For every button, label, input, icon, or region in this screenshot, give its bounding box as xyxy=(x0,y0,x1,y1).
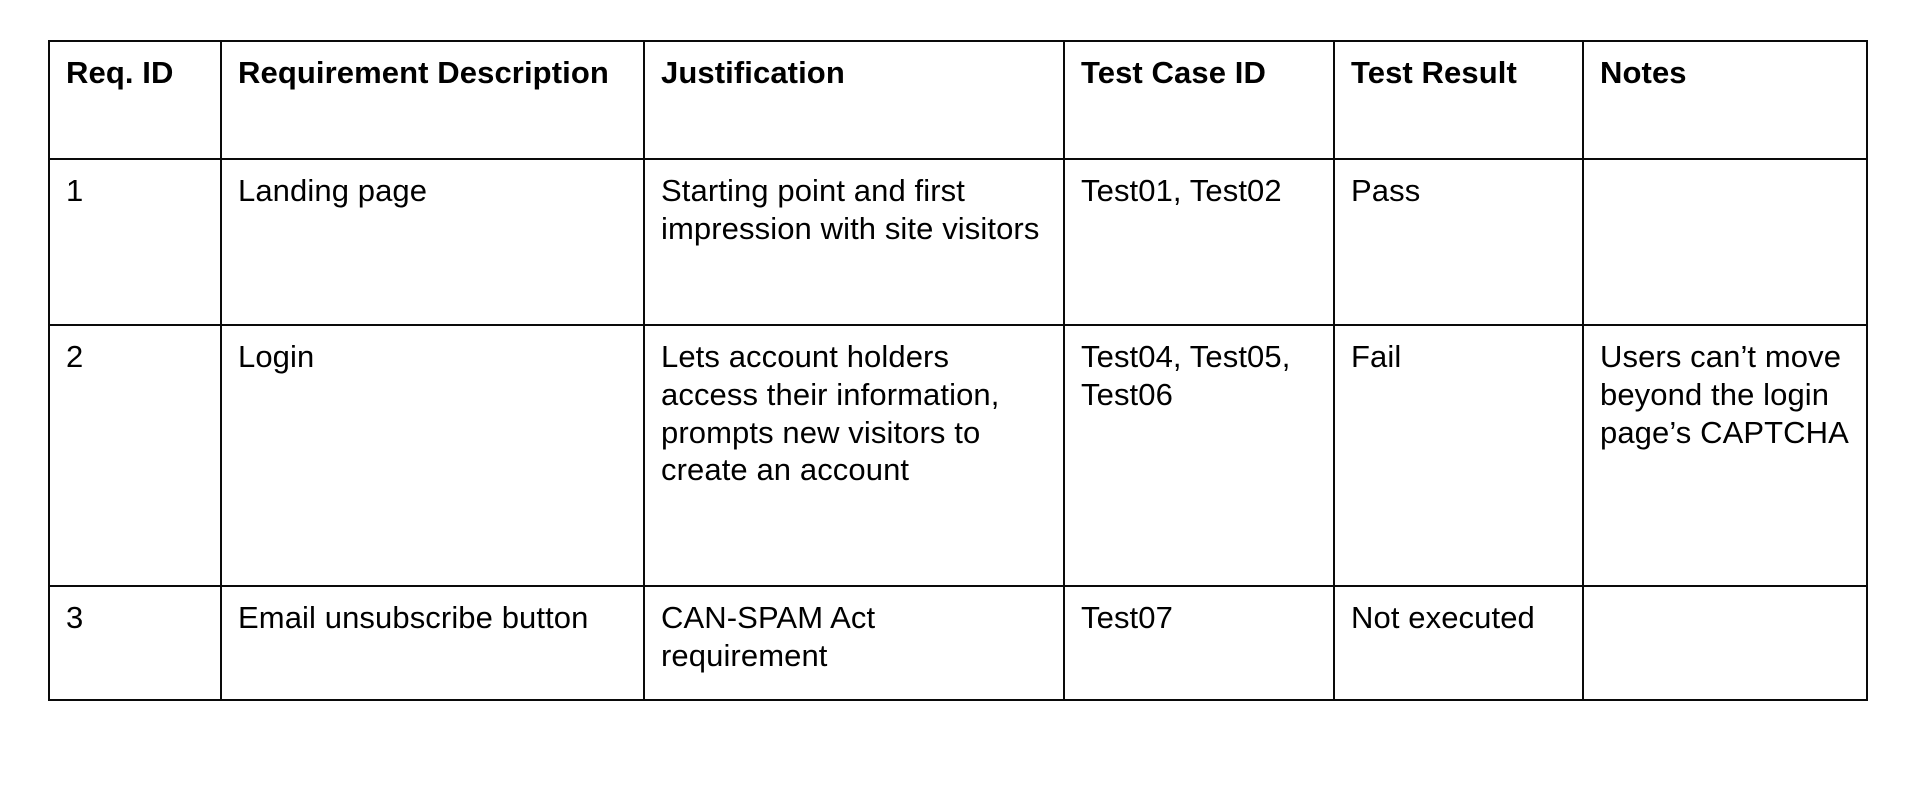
column-header-notes: Notes xyxy=(1582,40,1868,160)
column-header-requirement-description-label: Requirement Description xyxy=(238,55,609,90)
table-row: 2 Login Lets account holders access thei… xyxy=(48,324,1868,587)
cell-test-case-id: Test01, Test02 xyxy=(1063,158,1335,326)
column-header-justification-label: Justification xyxy=(661,55,845,90)
cell-justification: Lets account holders access their inform… xyxy=(643,324,1065,587)
cell-notes-value xyxy=(1600,599,1852,600)
cell-test-case-id-value: Test07 xyxy=(1081,600,1173,635)
cell-test-result-value: Pass xyxy=(1351,173,1421,208)
cell-requirement-description: Login xyxy=(220,324,645,587)
cell-notes: Users can’t move beyond the login page’s… xyxy=(1582,324,1868,587)
cell-requirement-description-value: Email unsubscribe button xyxy=(238,600,589,635)
column-header-test-result: Test Result xyxy=(1333,40,1584,160)
cell-justification-value: CAN-SPAM Act requirement xyxy=(661,600,876,673)
requirements-traceability-table: Req. ID Requirement Description Justific… xyxy=(48,40,1868,701)
cell-req-id-value: 2 xyxy=(66,339,84,374)
table-row: 1 Landing page Starting point and first … xyxy=(48,158,1868,326)
cell-test-result: Pass xyxy=(1333,158,1584,326)
cell-test-result: Fail xyxy=(1333,324,1584,587)
cell-req-id: 2 xyxy=(48,324,222,587)
cell-test-case-id: Test07 xyxy=(1063,585,1335,701)
cell-notes-value xyxy=(1600,172,1852,173)
column-header-test-result-label: Test Result xyxy=(1351,55,1517,90)
cell-req-id-value: 3 xyxy=(66,600,84,635)
table-header-row: Req. ID Requirement Description Justific… xyxy=(48,40,1868,160)
column-header-test-case-id: Test Case ID xyxy=(1063,40,1335,160)
cell-requirement-description-value: Landing page xyxy=(238,173,428,208)
cell-justification: CAN-SPAM Act requirement xyxy=(643,585,1065,701)
column-header-justification: Justification xyxy=(643,40,1065,160)
column-header-requirement-description: Requirement Description xyxy=(220,40,645,160)
column-header-test-case-id-label: Test Case ID xyxy=(1081,55,1266,90)
cell-requirement-description: Email unsubscribe button xyxy=(220,585,645,701)
column-header-notes-label: Notes xyxy=(1600,55,1687,90)
cell-req-id-value: 1 xyxy=(66,173,84,208)
cell-notes xyxy=(1582,585,1868,701)
cell-test-result-value: Not executed xyxy=(1351,600,1535,635)
cell-test-result-value: Fail xyxy=(1351,339,1402,374)
cell-test-case-id: Test04, Test05, Test06 xyxy=(1063,324,1335,587)
column-header-req-id-label: Req. ID xyxy=(66,55,174,90)
cell-justification-value: Starting point and first impression with… xyxy=(661,173,1040,246)
cell-req-id: 3 xyxy=(48,585,222,701)
cell-notes xyxy=(1582,158,1868,326)
cell-notes-value: Users can’t move beyond the login page’s… xyxy=(1600,339,1849,450)
table-row: 3 Email unsubscribe button CAN-SPAM Act … xyxy=(48,585,1868,701)
cell-requirement-description: Landing page xyxy=(220,158,645,326)
cell-justification: Starting point and first impression with… xyxy=(643,158,1065,326)
cell-test-case-id-value: Test01, Test02 xyxy=(1081,173,1282,208)
cell-test-result: Not executed xyxy=(1333,585,1584,701)
column-header-req-id: Req. ID xyxy=(48,40,222,160)
cell-test-case-id-value: Test04, Test05, Test06 xyxy=(1081,339,1291,412)
cell-req-id: 1 xyxy=(48,158,222,326)
cell-requirement-description-value: Login xyxy=(238,339,315,374)
cell-justification-value: Lets account holders access their inform… xyxy=(661,339,1000,488)
